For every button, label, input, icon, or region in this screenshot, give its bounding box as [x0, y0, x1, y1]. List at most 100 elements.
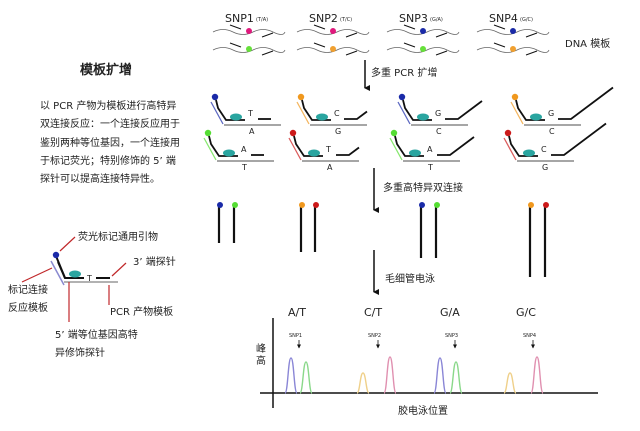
template-base: G — [542, 163, 548, 172]
dna-strand — [476, 47, 550, 53]
forward-primer-icon — [403, 42, 416, 48]
labeled-template — [397, 101, 411, 125]
ligation-probe: GC — [510, 86, 614, 136]
description-line: 鉴别两种等位基因，一个连接用 — [40, 136, 180, 149]
peak — [356, 372, 370, 394]
genotype-label: C/T — [364, 306, 382, 319]
labeled-template — [503, 137, 517, 161]
modification-icon — [316, 113, 328, 121]
probe-base: T — [247, 109, 253, 118]
dna-strand — [386, 47, 460, 53]
ligation-probe: TA — [288, 129, 360, 172]
modification-icon — [409, 149, 421, 157]
modification-icon — [530, 113, 542, 121]
forward-primer-icon — [493, 24, 506, 30]
reverse-primer-icon — [345, 32, 358, 38]
labeled-template — [389, 137, 403, 161]
peak — [284, 357, 298, 394]
snp-allele-dot — [510, 28, 516, 34]
fluorescent-dot — [511, 93, 519, 101]
fluorescent-dot — [434, 202, 440, 208]
snp-name: SNP1 — [225, 12, 254, 25]
template-base: C — [549, 127, 555, 136]
modification-icon — [223, 149, 235, 157]
description-line: 探针可以提高连接特异性。 — [40, 172, 160, 185]
probe-3 — [551, 122, 607, 156]
modification-icon — [523, 149, 535, 157]
fluorescent-dot — [299, 202, 305, 208]
legend-probe-diagram: T 荧光标记通用引物 3’ 端探针 标记连接 反应模板 PCR 产物模板 5’ … — [8, 230, 176, 359]
probe-base: T — [325, 145, 331, 154]
step-label: 多重高特异双连接 — [383, 181, 463, 194]
probe-base: C — [334, 109, 340, 118]
peak — [449, 361, 463, 394]
labeled-template — [203, 137, 217, 161]
step-label: 多重 PCR 扩增 — [371, 66, 437, 79]
snp-name: SNP4 — [489, 12, 518, 25]
dna-strand — [296, 29, 370, 35]
modification-icon — [230, 113, 242, 121]
dna-template-label: DNA 模板 — [565, 37, 610, 50]
y-axis-label-2: 高 — [256, 354, 266, 367]
template-base: T — [241, 163, 247, 172]
fluorescent-dot — [398, 93, 406, 101]
template-label-line: 标记连接 — [8, 283, 48, 296]
description-line: 双连接反应：一个连接反应用于 — [40, 117, 180, 130]
dna-strand — [212, 47, 286, 53]
probe-base: G — [548, 109, 554, 118]
forward-primer-icon — [229, 42, 242, 48]
probe-3 — [344, 110, 368, 120]
reverse-primer-icon — [435, 32, 448, 38]
dna-strand — [212, 29, 286, 35]
snp-alleles: (G/C) — [520, 17, 533, 23]
snp-allele-dot — [246, 46, 252, 52]
probe5-label-line: 异修饰探针 — [55, 346, 105, 359]
dna-strand — [296, 47, 370, 53]
peak — [299, 361, 313, 394]
labeled-template — [288, 137, 302, 161]
template-base: C — [436, 127, 442, 136]
peak — [433, 357, 447, 394]
step-label: 毛细管电泳 — [385, 272, 435, 285]
snp-allele-dot — [330, 46, 336, 52]
snp-peak-label: SNP3 — [445, 333, 458, 339]
genotype-label: A/T — [288, 306, 306, 319]
snp-allele-dot — [246, 28, 252, 34]
ligation-probe: CG — [503, 122, 607, 172]
snp-alleles: (T/C) — [340, 17, 352, 23]
probe3-label: 3’ 端探针 — [133, 255, 176, 268]
peak — [503, 372, 517, 394]
labeled-template — [510, 101, 524, 125]
forward-primer-icon — [313, 42, 326, 48]
forward-primer-icon — [313, 24, 326, 30]
snp-name: SNP3 — [399, 12, 428, 25]
reverse-primer-icon — [261, 50, 274, 56]
reverse-primer-icon — [435, 50, 448, 56]
fluorescent-dot — [297, 93, 305, 101]
probe-base: A — [241, 145, 247, 154]
snp-peak-label: SNP1 — [289, 333, 302, 339]
pcr-template-label: PCR 产物模板 — [110, 305, 173, 318]
y-axis-label-1: 峰 — [256, 343, 266, 355]
snp-allele-dot — [510, 46, 516, 52]
fluorescent-dot — [211, 93, 219, 101]
dna-strand — [386, 29, 460, 35]
reverse-primer-icon — [525, 50, 538, 56]
modification-icon — [308, 149, 320, 157]
fluorescent-dot — [390, 129, 398, 137]
probe-base: G — [435, 109, 441, 118]
template-label-line: 反应模板 — [8, 301, 48, 314]
labeled-template — [296, 101, 310, 125]
reverse-primer-icon — [525, 32, 538, 38]
fluorescent-dot — [232, 202, 238, 208]
snp-allele-dot — [330, 28, 336, 34]
template-base: A — [327, 163, 333, 172]
dna-templates: SNP1(T/A)SNP2(T/C)SNP3(G/A)SNP4(G/C) — [212, 12, 550, 56]
peak — [383, 356, 397, 394]
snp-name: SNP2 — [309, 12, 338, 25]
dna-strand — [476, 29, 550, 35]
fluorescent-dot — [313, 202, 319, 208]
ligation-probe: AT — [203, 129, 274, 172]
fluorescent-dot — [217, 202, 223, 208]
